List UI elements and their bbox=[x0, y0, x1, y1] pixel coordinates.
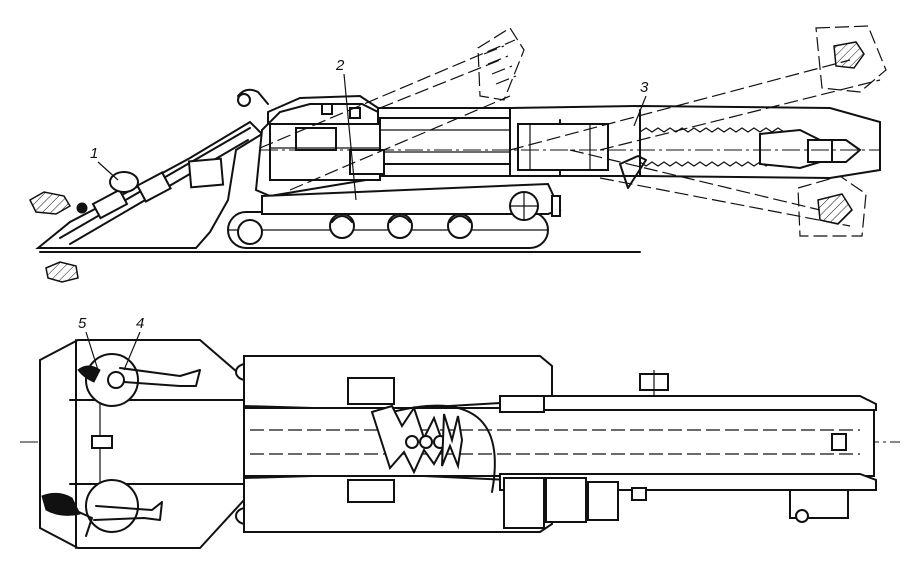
side-elevation-view bbox=[29, 25, 887, 283]
cutting-boom bbox=[267, 94, 881, 182]
loading-apron bbox=[35, 88, 269, 249]
gathering-arm-1 bbox=[109, 171, 139, 193]
boom-plan bbox=[243, 395, 877, 529]
callout-label-5: 5 bbox=[78, 315, 87, 332]
transfer-drum bbox=[370, 404, 496, 493]
pivot-pin bbox=[631, 370, 847, 523]
boom-swing-lines bbox=[259, 39, 881, 227]
gathering-disc-lower bbox=[41, 479, 163, 537]
rock-fragment bbox=[45, 261, 79, 283]
callout-2: 2 bbox=[335, 57, 357, 201]
callout-label-1: 1 bbox=[90, 145, 98, 162]
rock-fragment bbox=[29, 191, 72, 215]
boom-raised-outline bbox=[477, 27, 525, 101]
support-jack bbox=[619, 155, 647, 189]
callout-4: 4 bbox=[123, 315, 144, 371]
callout-3: 3 bbox=[633, 79, 649, 127]
callout-1: 1 bbox=[90, 145, 119, 181]
callout-5: 5 bbox=[78, 315, 99, 371]
callout-label-3: 3 bbox=[640, 79, 649, 96]
body-plan bbox=[243, 355, 553, 533]
crawler-track bbox=[227, 182, 562, 249]
head-position-upper bbox=[815, 25, 887, 93]
callout-label-4: 4 bbox=[136, 315, 144, 332]
head-position-lower bbox=[797, 175, 867, 237]
plan-view bbox=[20, 339, 900, 549]
callout-label-2: 2 bbox=[335, 57, 345, 74]
machine-body bbox=[254, 103, 385, 198]
